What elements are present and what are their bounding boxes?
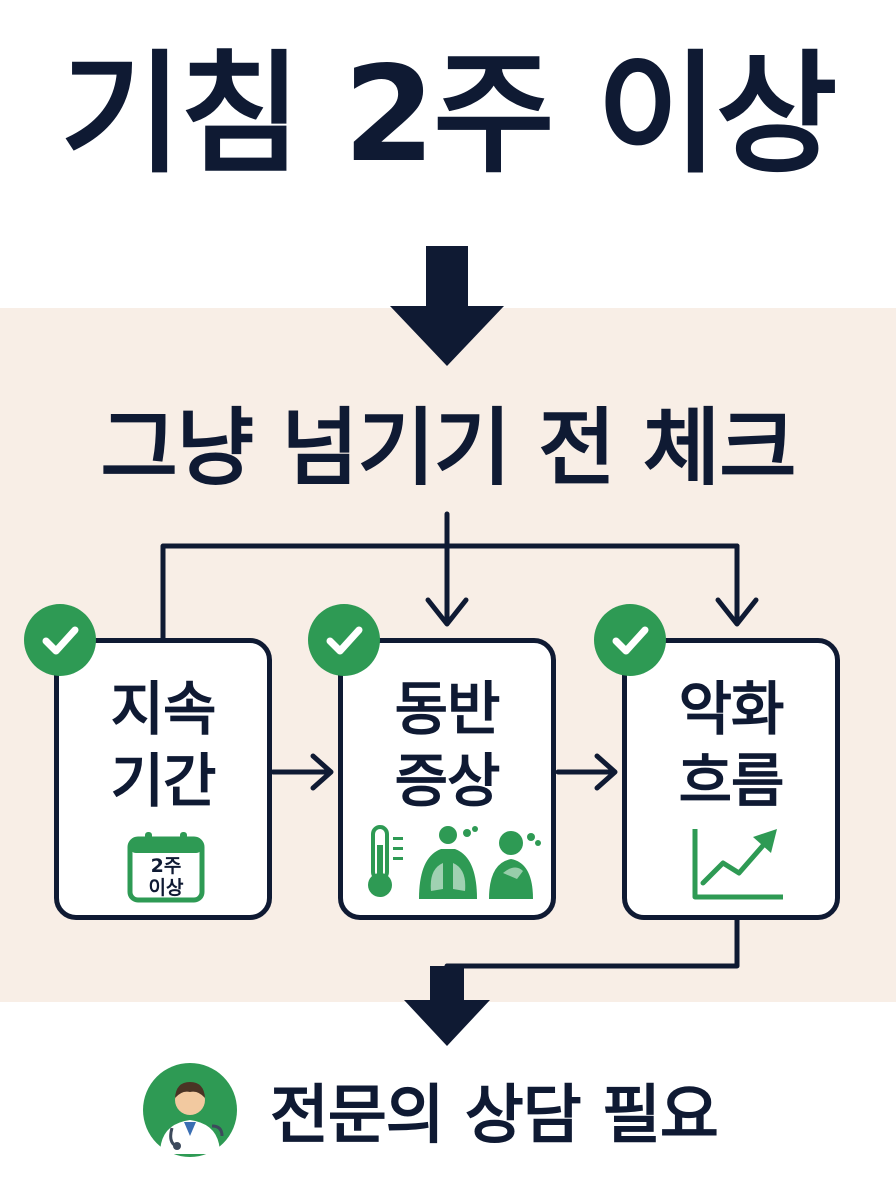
main-title: 기침 2주 이상 xyxy=(60,38,838,192)
lungs-icon xyxy=(419,826,478,899)
calendar-text-line2: 이상 xyxy=(148,877,184,899)
merge-line xyxy=(444,917,740,1005)
trend-up-chart-icon xyxy=(692,829,783,900)
check-icon xyxy=(24,604,96,676)
check-icon xyxy=(594,604,666,676)
calendar-icon: 2주 이상 xyxy=(127,831,205,903)
card-label-line1: 동반 xyxy=(394,675,501,743)
down-arrow-bottom xyxy=(404,966,490,1046)
calendar-text-line1: 2주 xyxy=(150,855,182,877)
doctor-icon xyxy=(143,1063,237,1157)
card-label-line2: 기간 xyxy=(110,747,217,815)
worsening-card: 악화 흐름 xyxy=(622,638,840,920)
duration-card: 지속 기간 2주 이상 xyxy=(54,638,272,920)
card-label-line2: 흐름 xyxy=(678,747,785,815)
thermometer-icon xyxy=(368,825,403,897)
symptom-icons xyxy=(368,825,541,899)
conclusion-text: 전문의 상담 필요 xyxy=(270,1079,719,1153)
conclusion-row: 전문의 상담 필요 xyxy=(142,1062,719,1158)
subtitle: 그냥 넘기기 전 체크 xyxy=(100,399,797,497)
card-label-line1: 지속 xyxy=(110,675,217,743)
symptoms-card: 동반 증상 xyxy=(338,638,556,920)
branch-lines xyxy=(160,511,759,641)
card-arrows xyxy=(270,753,618,791)
card-label-line1: 악화 xyxy=(678,675,785,743)
down-arrow-top xyxy=(390,246,504,366)
coughing-person-icon xyxy=(489,831,541,899)
card-label-line2: 증상 xyxy=(394,747,501,815)
check-icon xyxy=(308,604,380,676)
